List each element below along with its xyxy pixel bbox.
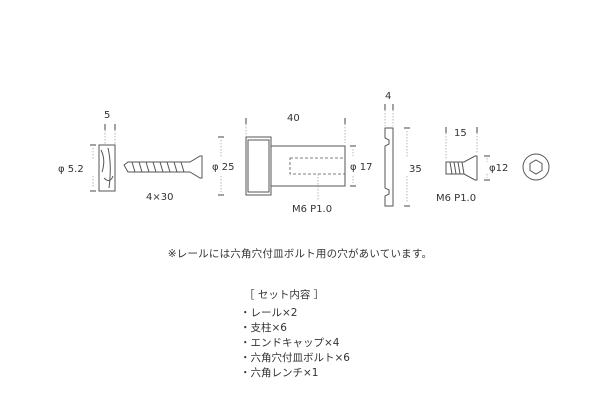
cap-thickness-label: 5 [104,110,110,121]
list-item: 支柱×6 [240,321,350,336]
screw-size-label: 4×30 [146,192,173,203]
bolt-head-top-view [522,153,550,181]
list-item: レール×2 [240,306,350,321]
hex-bolt [445,127,490,181]
post-length-label: 40 [287,113,300,124]
post-thread-label: M6 P1.0 [292,204,332,215]
post-inner-diameter-label: φ 17 [350,162,373,173]
post-diameter-label: φ 25 [212,162,235,173]
rail-hole-note: ※レールには六角穴付皿ボルト用の穴があいています。 [167,248,433,260]
bolt-head-diameter-label: φ12 [489,163,508,174]
list-item: 六角レンチ×1 [240,366,350,381]
set-contents-title: ［ セット内容 ］ [244,289,325,301]
rail-width-label: 4 [385,91,391,102]
set-contents-list: レール×2 支柱×6 エンドキャップ×4 六角穴付皿ボルト×6 六角レンチ×1 [240,306,350,381]
rail-height-label: 35 [409,164,422,175]
parts-diagram: 5 φ 5.2 4×30 40 φ 25 φ 17 M6 P1.0 4 35 [58,91,550,215]
list-item: 六角穴付皿ボルト×6 [240,351,350,366]
cap-diameter-label: φ 5.2 [58,164,84,175]
support-post [218,118,356,200]
end-cap [90,124,116,192]
list-item: エンドキャップ×4 [240,336,350,351]
rail [384,104,410,207]
wood-screw [123,155,203,179]
bolt-thread-label: M6 P1.0 [436,193,476,204]
bolt-length-label: 15 [454,128,467,139]
